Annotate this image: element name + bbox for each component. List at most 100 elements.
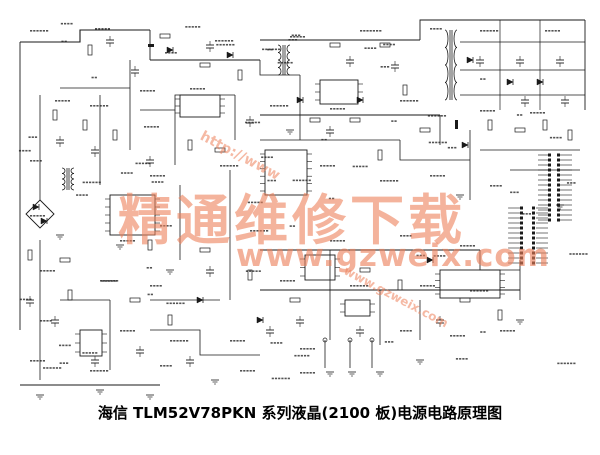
component-label: [106, 105, 109, 107]
component-label: [173, 340, 176, 342]
connector-pin: [548, 218, 551, 222]
connector-pin: [548, 198, 551, 202]
component-label: [58, 344, 62, 347]
component-marker: [148, 44, 154, 47]
component-marker: [455, 120, 458, 129]
connector-pin: [548, 193, 551, 197]
component-label: [186, 340, 189, 342]
component-label: [100, 280, 103, 282]
component-label: [245, 270, 249, 272]
component-label: [321, 138, 324, 141]
component-label: [296, 36, 299, 38]
component-label: [42, 30, 45, 32]
connector-pin: [548, 173, 551, 177]
component-label: [472, 245, 475, 247]
component-label: [55, 367, 59, 369]
component-label: [460, 245, 463, 247]
component-label: [94, 76, 97, 79]
component-label: [147, 293, 150, 296]
component-label: [309, 348, 312, 350]
component-label: [30, 160, 33, 162]
component-label: [252, 370, 255, 372]
resistor: [397, 279, 403, 291]
component-label: [383, 43, 386, 46]
component-label: [533, 112, 536, 114]
connector-pin: [532, 206, 535, 210]
component-label: [433, 175, 436, 177]
component-label: [303, 354, 307, 357]
component-label: [300, 348, 303, 350]
component-label: [135, 162, 138, 165]
component-label: [291, 34, 294, 37]
component-label: [270, 179, 273, 182]
component-label: [132, 240, 135, 242]
component-label: [70, 22, 73, 25]
component-label: [386, 66, 390, 68]
ic-chip: [319, 79, 359, 105]
component-label: [43, 270, 46, 272]
component-label: [250, 201, 254, 204]
component-label: [25, 149, 28, 152]
component-label: [185, 26, 188, 28]
component-label: [90, 370, 93, 372]
component-label: [324, 138, 327, 141]
component-label: [403, 330, 406, 332]
component-label: [392, 43, 395, 46]
connector-pin: [532, 251, 535, 255]
component-label: [233, 340, 236, 342]
connector-pin: [557, 198, 560, 202]
component-label: [416, 254, 419, 257]
component-label: [153, 285, 156, 287]
component-label: [303, 372, 306, 374]
component-label: [516, 114, 520, 116]
component-label: [258, 270, 261, 272]
resistor: [349, 117, 361, 123]
component-label: [339, 108, 342, 110]
component-label: [383, 180, 386, 182]
component-label: [362, 285, 365, 287]
transformer-coil: [70, 173, 75, 180]
component-label: [150, 293, 153, 296]
wire-path: [259, 60, 300, 76]
component-label: [143, 126, 147, 128]
component-label: [522, 213, 525, 215]
component-label: [160, 225, 163, 227]
connector-pin: [532, 261, 535, 265]
connector-pin: [520, 261, 523, 265]
resistor: [67, 289, 73, 301]
component-label: [569, 253, 572, 255]
resistor: [567, 129, 573, 141]
component-label: [171, 52, 174, 54]
component-label: [170, 340, 173, 342]
component-label: [254, 201, 257, 204]
component-label: [506, 330, 509, 332]
component-label: [441, 141, 444, 144]
connector-pin: [557, 178, 560, 182]
component-label: [152, 90, 155, 92]
component-label: [277, 61, 280, 64]
component-label: [18, 149, 22, 152]
component-label: [59, 367, 62, 369]
component-label: [156, 126, 159, 128]
component-label: [284, 377, 287, 380]
diode: [461, 141, 469, 149]
component-label: [222, 43, 225, 46]
transformer-coil: [444, 47, 449, 66]
component-label: [342, 108, 345, 110]
component-label: [332, 165, 335, 167]
component-label: [326, 165, 329, 167]
component-label: [79, 194, 82, 196]
component-label: [482, 290, 485, 292]
component-label: [409, 330, 412, 332]
component-label: [220, 165, 223, 167]
component-label: [391, 341, 394, 343]
component-label: [39, 30, 42, 32]
component-label: [236, 165, 239, 167]
diode: [226, 51, 234, 59]
connector-pin: [557, 173, 560, 177]
component-label: [268, 48, 271, 51]
component-label: [278, 48, 281, 51]
connector-pin: [532, 211, 535, 215]
component-label: [146, 90, 149, 92]
